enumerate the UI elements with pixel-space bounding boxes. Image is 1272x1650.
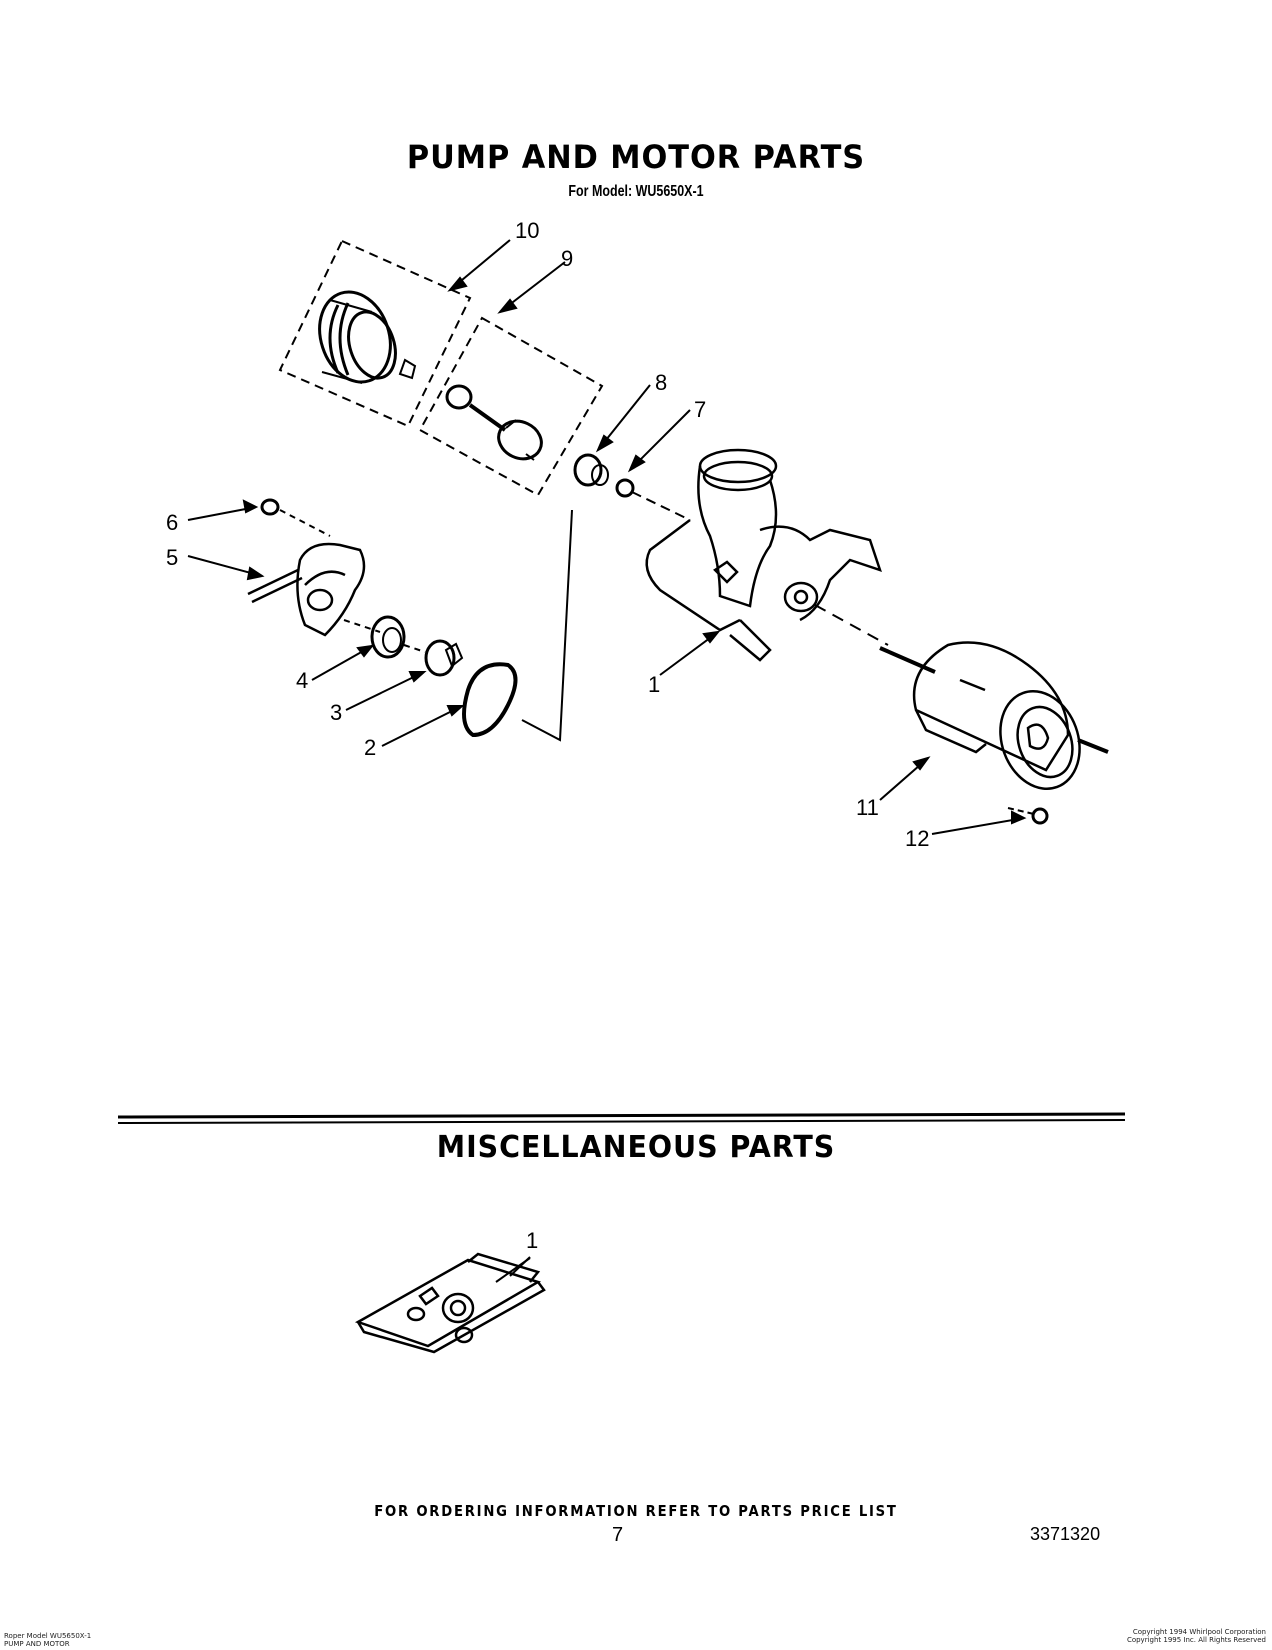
assembly-box-9	[418, 316, 604, 497]
gasket-part-2	[462, 662, 518, 738]
footer-left: Roper Model WU5650X-1 PUMP AND MOTOR	[4, 1632, 91, 1648]
model-line: For Model: WU5650X-1	[568, 183, 704, 200]
impeller-part-9	[445, 384, 543, 461]
screw-part-12	[1031, 807, 1049, 825]
footer-right-line: Copyright 1994 Whirlpool Corporation	[1132, 1628, 1266, 1636]
cover-part-5	[247, 542, 366, 637]
callout-5: 5	[166, 545, 179, 570]
pump-housing-part-10	[318, 290, 417, 384]
callout-10: 10	[515, 218, 540, 243]
callout-misc-1: 1	[526, 1228, 539, 1253]
footer-left-line: Roper Model WU5650X-1	[4, 1632, 92, 1640]
ordering-note: FOR ORDERING INFORMATION REFER TO PARTS …	[374, 1502, 898, 1520]
callout-1: 1	[648, 672, 661, 697]
washer-part-7	[615, 478, 635, 498]
callout-4: 4	[296, 668, 309, 693]
callout-9: 9	[561, 246, 574, 271]
callout-6: 6	[166, 510, 179, 535]
callout-7: 7	[694, 397, 707, 422]
footer-left-line: PUMP AND MOTOR	[4, 1640, 70, 1648]
assembly-box-10	[278, 239, 472, 428]
callout-12: 12	[905, 826, 930, 851]
valve-part-3	[424, 639, 464, 677]
document-number: 3371320	[1030, 1524, 1101, 1544]
ring-part-4	[370, 615, 406, 659]
callout-3: 3	[330, 700, 343, 725]
screw-part-6	[260, 498, 331, 537]
section-title-misc: MISCELLANEOUS PARTS	[436, 1130, 836, 1165]
motor-part-11	[912, 641, 1109, 790]
misc-bracket-part-1	[354, 1252, 546, 1354]
page-number: 7	[612, 1524, 624, 1546]
footer-right-line: Copyright 1995 Inc. All Rights Reserved	[1126, 1636, 1266, 1644]
callout-8: 8	[655, 370, 668, 395]
page-title: PUMP AND MOTOR PARTS	[406, 138, 866, 176]
callout-2: 2	[364, 735, 377, 760]
section-divider	[117, 1112, 1126, 1119]
pump-body-part-1	[645, 448, 882, 662]
callout-11: 11	[856, 795, 879, 820]
footer-right: Copyright 1994 Whirlpool Corporation Cop…	[1000, 1628, 1266, 1644]
leader-lines	[187, 239, 1027, 1283]
seal-part-8	[573, 453, 609, 487]
